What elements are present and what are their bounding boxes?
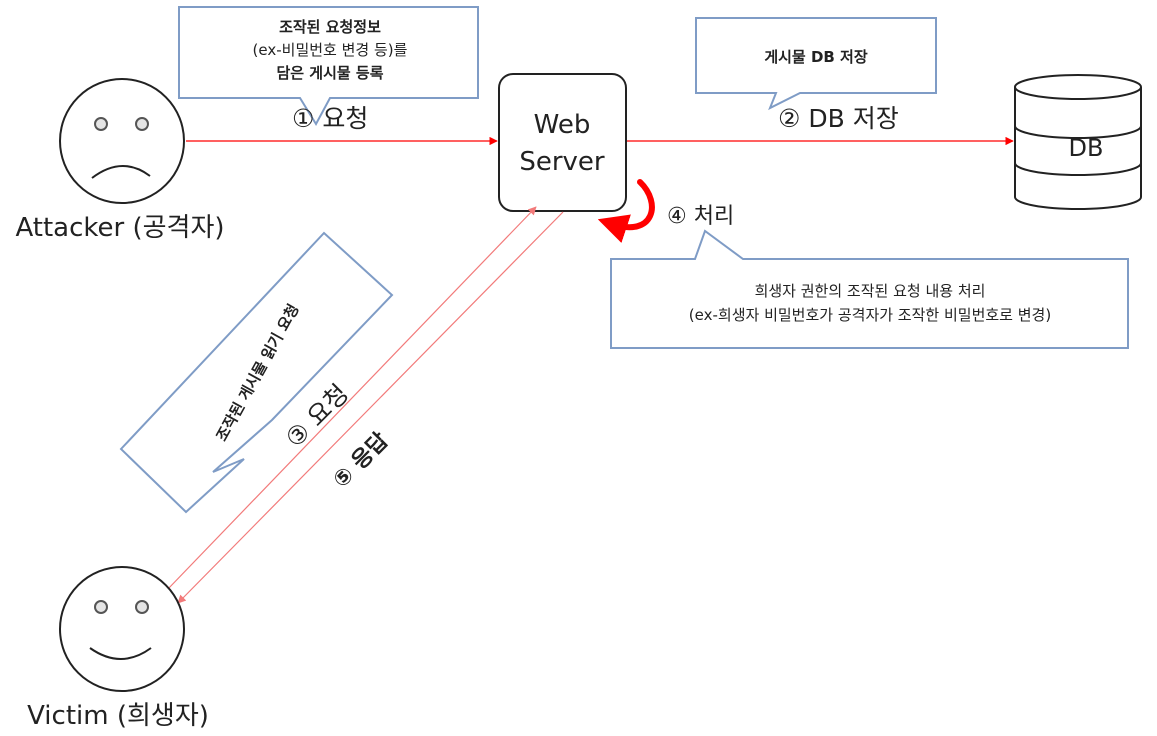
step2-label: ② DB 저장 [778, 104, 899, 133]
request-arrow-victim-to-server [166, 206, 537, 591]
attacker-callout-line2: (ex-비밀번호 변경 등)를 [253, 41, 408, 59]
process-callout: 희생자 권한의 조작된 요청 내용 처리 (ex-희생자 비밀번호가 공격자가 … [610, 229, 1129, 349]
attacker-callout-line3: 담은 게시물 등록 [276, 64, 383, 82]
process-callout-shape [610, 229, 1129, 349]
attacker-label: Attacker (공격자) [15, 213, 224, 243]
step5-label: ⑤ 응답 [329, 428, 394, 493]
attacker-callout-shape [178, 6, 479, 127]
process-callout-line2: (ex-희생자 비밀번호가 공격자가 조작한 비밀번호로 변경) [689, 306, 1051, 324]
victim-label: Victim (희생자) [27, 701, 209, 731]
attacker-callout-line1: 조작된 요청정보 [279, 18, 381, 36]
attacker-sad-face-icon [59, 78, 185, 204]
web-server-label-line2: Server [519, 147, 605, 177]
process-callout-line1: 희생자 권한의 조작된 요청 내용 처리 [755, 282, 986, 300]
process-curved-arrow-icon [597, 179, 655, 243]
db-callout: 게시물 DB 저장 [695, 17, 937, 111]
victim-callout-shape [119, 231, 394, 514]
db-callout-text: 게시물 DB 저장 [764, 48, 868, 66]
db-callout-shape [695, 17, 937, 111]
victim-smiley-face-icon [59, 566, 185, 692]
web-server-box: Web Server [498, 73, 627, 212]
database-icon: DB [1014, 74, 1142, 210]
web-server-label-line1: Web [534, 110, 591, 140]
database-label: DB [1069, 134, 1104, 162]
step4-label: ④ 처리 [667, 204, 734, 229]
step1-label: ① 요청 [292, 104, 368, 133]
attacker-callout: 조작된 요청정보 (ex-비밀번호 변경 등)를 담은 게시물 등록 [178, 6, 479, 127]
response-arrow-server-to-victim [177, 211, 564, 604]
